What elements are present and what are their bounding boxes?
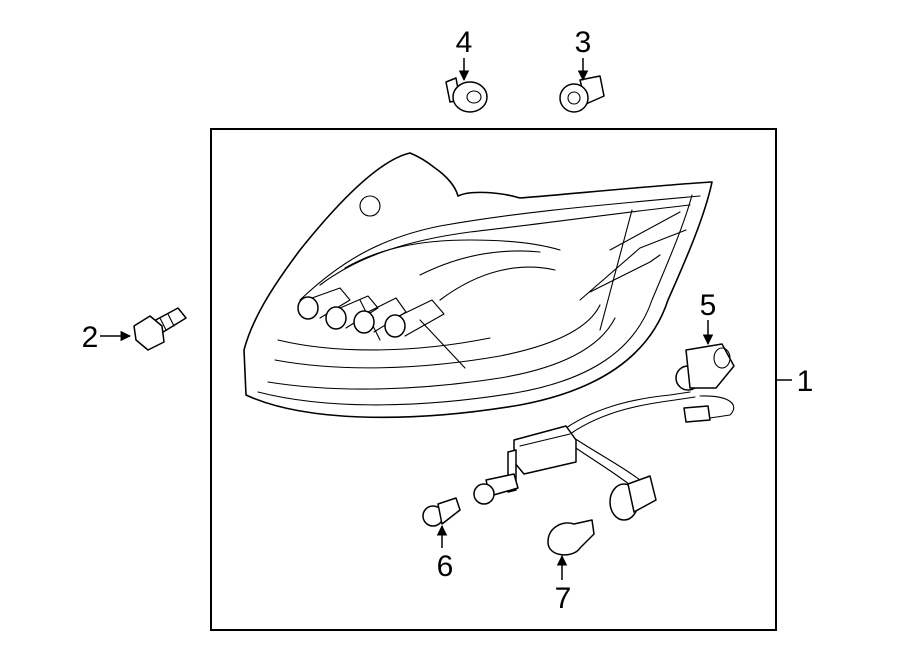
- leader-lines: [100, 58, 792, 580]
- clip-nut-part-4: [445, 77, 488, 113]
- bolt-part-2: [133, 307, 187, 351]
- small-bulb-part-6: [422, 497, 461, 527]
- wiring-harness: [473, 391, 735, 521]
- large-bulb-part-7: [547, 519, 595, 556]
- socket-part-5: [675, 343, 735, 391]
- callout-2: 2: [82, 321, 99, 354]
- callout-1: 1: [797, 365, 814, 398]
- callout-7: 7: [555, 582, 572, 615]
- lamp-sockets: [297, 287, 445, 338]
- grommet-part-3: [559, 75, 605, 113]
- callout-4: 4: [456, 26, 473, 59]
- callout-3: 3: [575, 26, 592, 59]
- tail-lamp-housing: [243, 152, 713, 419]
- callout-5: 5: [700, 289, 717, 322]
- callout-6: 6: [437, 550, 454, 583]
